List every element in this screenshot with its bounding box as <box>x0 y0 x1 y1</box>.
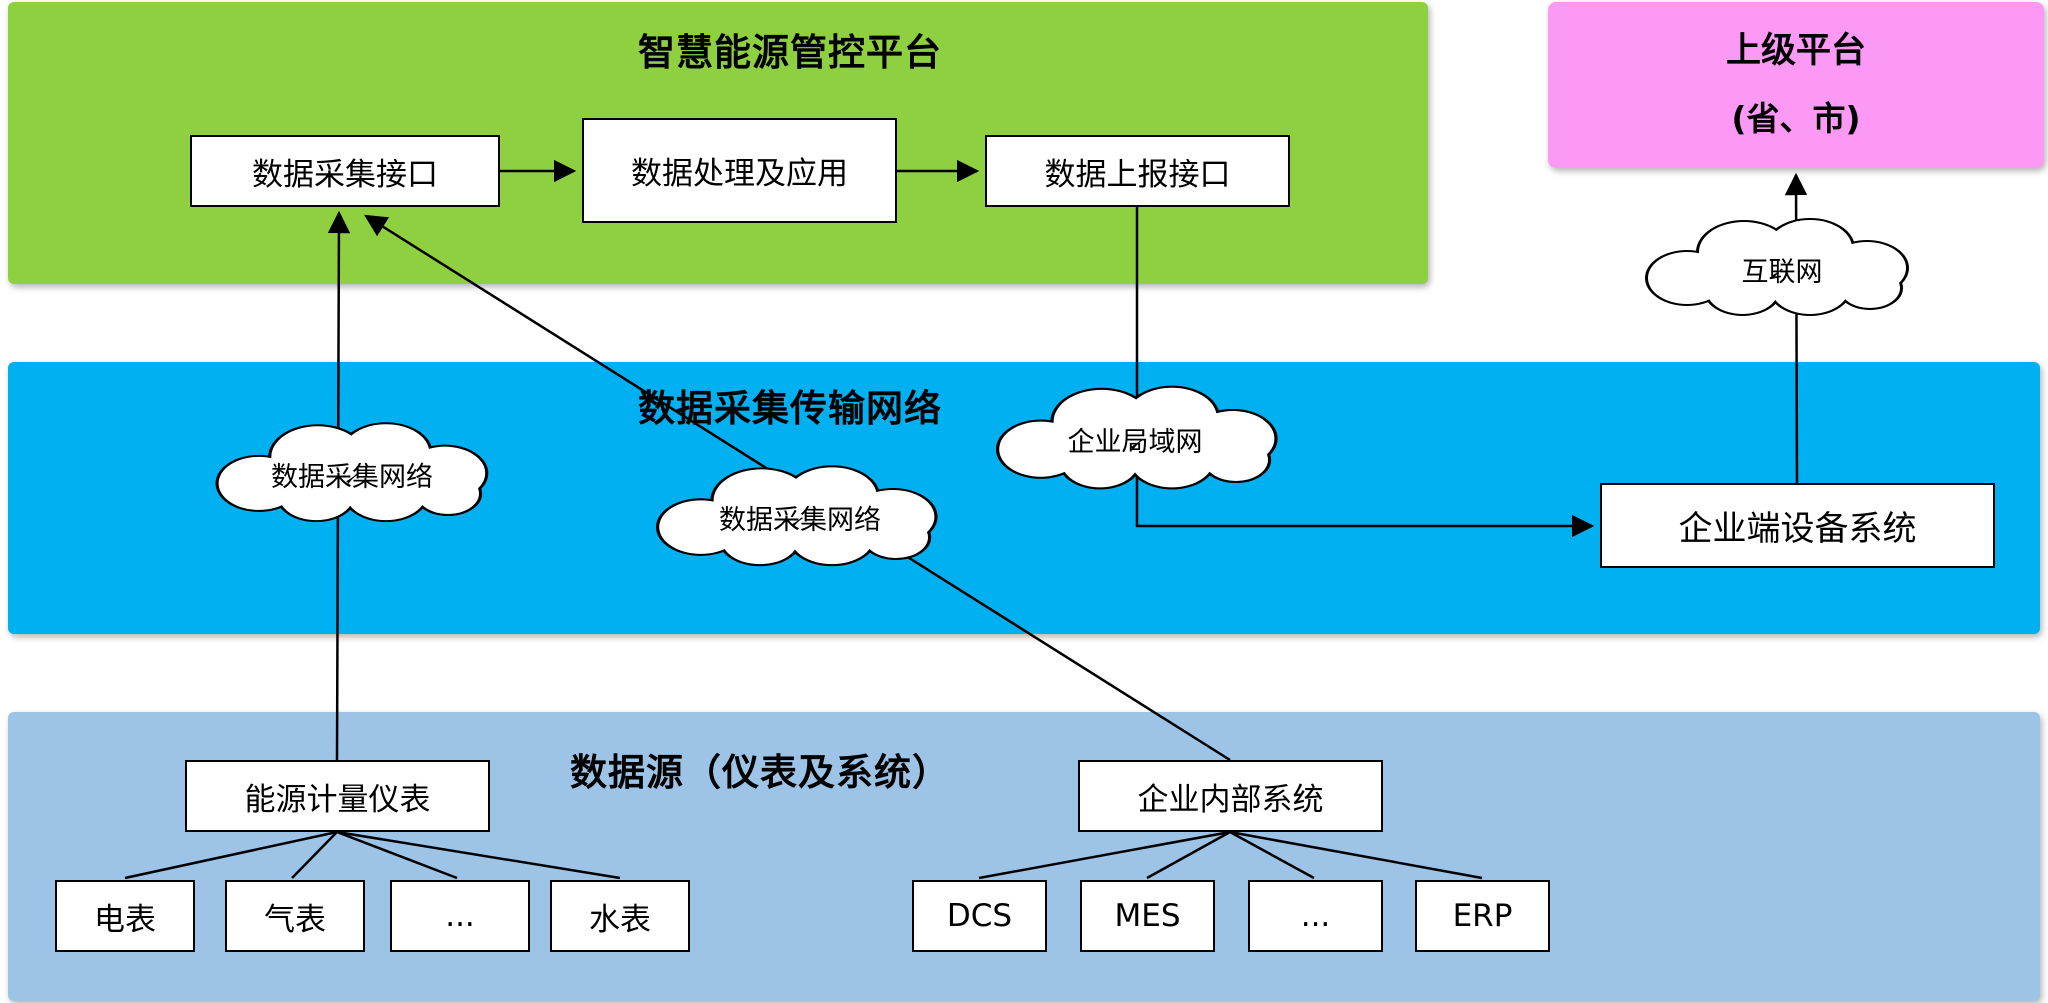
box-electric-meter: 电表 <box>55 880 195 952</box>
box-data-collect-interface: 数据采集接口 <box>190 135 500 207</box>
box-enterprise-device-system: 企业端设备系统 <box>1600 483 1995 568</box>
network-band-title: 数据采集传输网络 <box>638 387 942 430</box>
box-data-report-interface: 数据上报接口 <box>985 135 1290 207</box>
cloud-internet-label: 互联网 <box>1741 257 1823 288</box>
platform-band-title: 智慧能源管控平台 <box>638 31 942 74</box>
box-erp: ERP <box>1415 880 1550 952</box>
box-gas-meter: 气表 <box>225 880 365 952</box>
box-water-meter: 水表 <box>550 880 690 952</box>
box-enterprise-internal-systems: 企业内部系统 <box>1078 760 1383 832</box>
box-mes: MES <box>1080 880 1215 952</box>
box-data-process-app: 数据处理及应用 <box>582 118 897 223</box>
box-system-ellipsis: ... <box>1248 880 1383 952</box>
cloud-collect-mid-label: 数据采集网络 <box>719 505 881 536</box>
source-band-title: 数据源（仪表及系统） <box>570 751 950 794</box>
box-meter-ellipsis: ... <box>390 880 530 952</box>
superior-platform-box <box>1548 2 2044 168</box>
cloud-enterprise-lan-label: 企业局域网 <box>1067 427 1203 458</box>
cloud-collect-left-label: 数据采集网络 <box>271 462 433 493</box>
superior-platform-title: 上级平台 <box>1725 31 1866 71</box>
superior-platform-subtitle: (省、市) <box>1731 99 1861 138</box>
box-energy-meters: 能源计量仪表 <box>185 760 490 832</box>
box-dcs: DCS <box>912 880 1047 952</box>
